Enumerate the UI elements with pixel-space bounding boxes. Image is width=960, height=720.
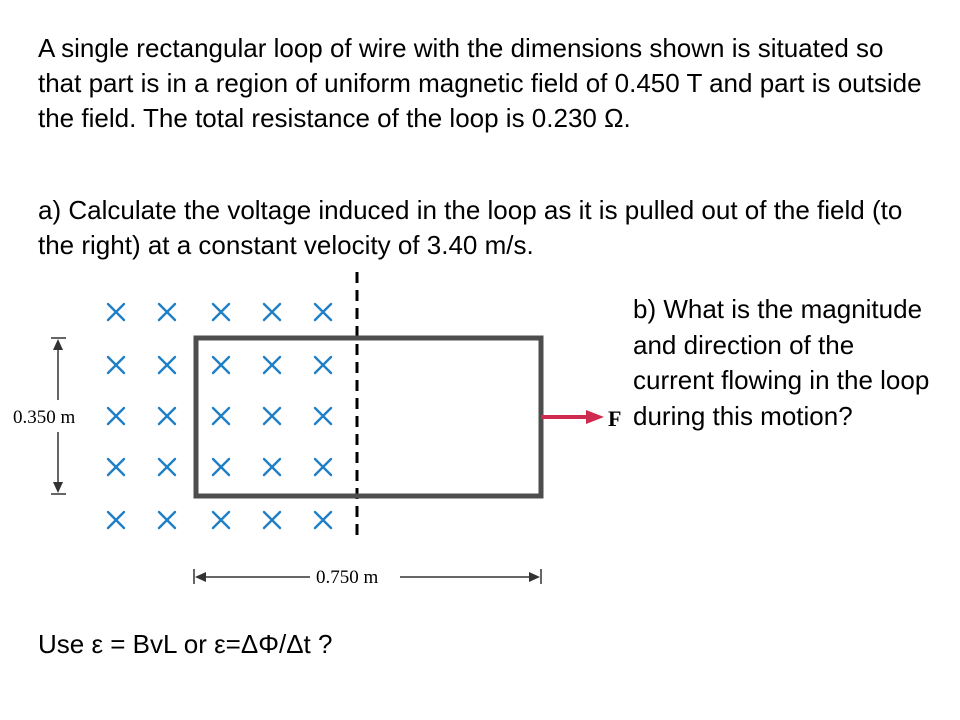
height-arrowhead-bottom — [53, 482, 63, 493]
formula-hint: Use ε = BvL or ε=ΔΦ/Δt ? — [38, 629, 333, 659]
question-part-b: b) What is the magnitude and direction o… — [633, 294, 930, 431]
height-label: 0.350 m — [13, 407, 76, 428]
field-cross-icon — [157, 406, 177, 426]
force-label: F — [608, 406, 621, 431]
field-cross-icon — [106, 302, 126, 322]
field-cross-icon — [211, 457, 231, 477]
field-cross-icon — [313, 457, 333, 477]
field-cross-icon — [106, 406, 126, 426]
field-cross-icon — [211, 355, 231, 375]
field-cross-icon — [262, 406, 282, 426]
question-part-a: a) Calculate the voltage induced in the … — [38, 195, 903, 260]
width-arrowhead-left — [195, 572, 206, 582]
wire-loop — [193, 335, 544, 499]
field-cross-icon — [157, 355, 177, 375]
field-cross-icon — [313, 510, 333, 530]
field-cross-icon — [157, 302, 177, 322]
width-label: 0.750 m — [316, 567, 379, 588]
field-cross-icon — [262, 302, 282, 322]
field-cross-icon — [157, 457, 177, 477]
field-cross-icon — [262, 355, 282, 375]
width-arrowhead-right — [529, 572, 540, 582]
field-cross-icon — [106, 510, 126, 530]
field-cross-icon — [211, 302, 231, 322]
problem-intro: A single rectangular loop of wire with t… — [38, 33, 922, 133]
force-arrow — [541, 410, 604, 424]
height-arrowhead-top — [53, 339, 63, 350]
field-cross-icon — [262, 510, 282, 530]
field-cross-icon — [313, 406, 333, 426]
field-cross-icon — [211, 510, 231, 530]
field-cross-icon — [106, 355, 126, 375]
width-dimension — [193, 569, 542, 584]
field-cross-icon — [262, 457, 282, 477]
field-cross-icon — [211, 406, 231, 426]
field-cross-icon — [157, 510, 177, 530]
magnetic-field-region — [106, 302, 333, 530]
field-cross-icon — [313, 355, 333, 375]
field-cross-icon — [106, 457, 126, 477]
height-dimension — [51, 337, 66, 495]
field-cross-icon — [313, 302, 333, 322]
